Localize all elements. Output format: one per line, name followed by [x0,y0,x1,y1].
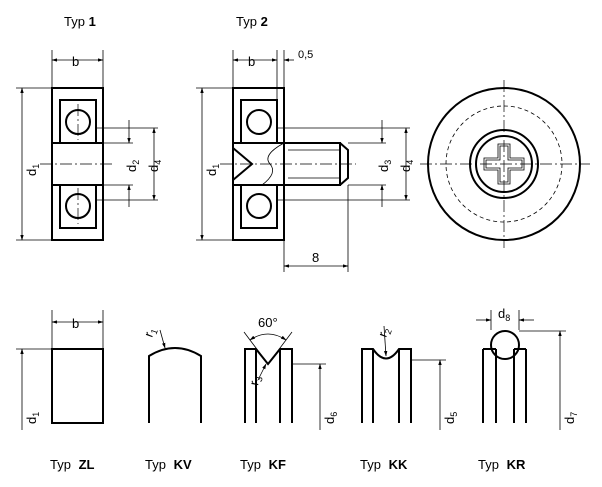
profile-kv: r1 [141,325,202,423]
d3-label: d3 [376,160,393,172]
type-label-zl: Typ ZL [50,457,95,472]
type-label-kk: Typ KK [360,457,408,472]
typ1-dim-d2-d4: d2 d4 [96,120,163,207]
type-label-kf: Typ KF [240,457,286,472]
typ1-roller [40,87,115,241]
d1-label: d1 [204,164,221,176]
r3-label: r3 [246,375,264,387]
typ2-dim-d3-d4: d3 d4 [277,120,415,207]
typ2-dim-d1: d1 [196,87,233,241]
typ2-title: Typ 2 [236,14,268,29]
d4-label: d4 [146,160,163,172]
type-label-kv: Typ KV [145,457,192,472]
typ1-dim-b: b [51,50,104,88]
r1-label: r1 [141,325,160,340]
d1-label: d1 [24,164,41,176]
r2-label: r2 [375,325,394,340]
typ2-roller [220,87,356,241]
typ2-dim-b: b 0,5 [232,49,313,100]
profile-kf: 60° r3 d6 [243,315,339,430]
gap-label: 0,5 [298,49,313,61]
dim-b-label: b [72,316,79,331]
d6-label: d6 [322,412,339,424]
profile-kr: d8 d7 [476,306,579,430]
d2-label: d2 [124,160,141,172]
d5-label: d5 [442,412,459,424]
profile-kk: r2 d5 [361,325,459,430]
dim-b-label: b [248,54,255,69]
angle-label: 60° [258,315,278,330]
type-label-kr: Typ KR [478,457,526,472]
typ1-dim-d1: d1 [16,87,52,241]
typ1-title: Typ 1 [64,14,96,29]
dim-b-label: b [72,54,79,69]
profile-zl: b d1 [16,310,104,430]
d1-label: d1 [24,412,41,424]
d4-label: d4 [398,160,415,172]
d8-label: d8 [498,306,510,323]
front-view [420,80,590,248]
typ2-dim-length: 8 [283,185,349,272]
length-label: 8 [312,250,319,265]
d7-label: d7 [562,412,579,424]
